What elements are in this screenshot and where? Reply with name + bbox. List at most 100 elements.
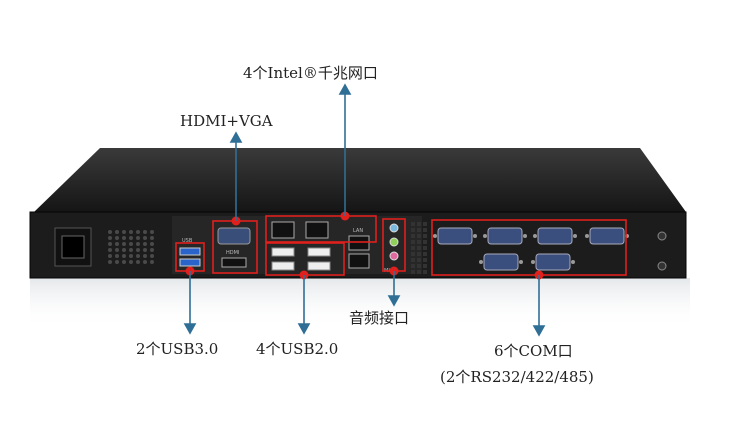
vent-hole	[411, 240, 415, 244]
label-usb3: 2个USB3.0	[136, 340, 219, 358]
com-port	[537, 227, 573, 245]
vent-hole	[417, 240, 421, 244]
label-intel-lan: 4个Intel®千兆网口	[243, 64, 378, 82]
vent-hole	[417, 222, 421, 226]
com-screw	[433, 234, 437, 238]
com-screw	[571, 260, 575, 264]
hdmi-port	[221, 257, 247, 268]
grill-hole	[136, 260, 140, 264]
vent-hole	[423, 246, 427, 250]
com-screw	[483, 234, 487, 238]
grill-hole	[136, 254, 140, 258]
grill-hole	[136, 236, 140, 240]
grill-hole	[122, 260, 126, 264]
vga-port	[217, 227, 251, 245]
label-hdmi-vga: HDMI+VGA	[180, 112, 273, 130]
grill-hole	[115, 260, 119, 264]
chassis-top	[34, 148, 686, 212]
vent-hole	[417, 252, 421, 256]
grill-hole	[115, 248, 119, 252]
grill-hole	[143, 260, 147, 264]
grill-hole	[143, 236, 147, 240]
vent-hole	[411, 246, 415, 250]
lan-ports	[271, 221, 370, 269]
label-com: 6个COM口	[494, 342, 573, 360]
usb3-port-top	[179, 247, 201, 256]
audio-jack-line	[389, 223, 399, 233]
grill-hole	[122, 254, 126, 258]
vent-hole	[423, 228, 427, 232]
vent-hole	[423, 234, 427, 238]
vent-hole	[411, 258, 415, 262]
grill-hole	[150, 236, 154, 240]
floor-reflection	[30, 278, 690, 328]
grill-hole	[122, 230, 126, 234]
audio-jack-mic	[389, 251, 399, 261]
vent-hole	[417, 234, 421, 238]
grill-hole	[129, 236, 133, 240]
com-port	[483, 253, 519, 271]
grill-hole	[129, 248, 133, 252]
arrowhead-usb3	[183, 323, 197, 335]
grill-hole	[115, 230, 119, 234]
fan-grill	[108, 230, 154, 264]
vent-hole	[423, 252, 427, 256]
usb3-port-bottom	[179, 258, 201, 267]
vent-hole	[411, 252, 415, 256]
usb2-port	[307, 261, 331, 271]
vent-hole	[423, 258, 427, 262]
usb2-port	[271, 247, 295, 257]
screw-bottom	[657, 261, 667, 271]
screw-top	[657, 231, 667, 241]
vent-hole	[423, 270, 427, 274]
grill-hole	[143, 254, 147, 258]
vent-hole	[423, 264, 427, 268]
grill-hole	[122, 248, 126, 252]
vent-hole	[423, 222, 427, 226]
com-port	[535, 253, 571, 271]
grill-hole	[108, 230, 112, 234]
grill-hole	[108, 260, 112, 264]
grill-hole	[115, 242, 119, 246]
label-com-sub: (2个RS232/422/485)	[440, 368, 594, 386]
usb2-port	[307, 247, 331, 257]
grill-hole	[136, 230, 140, 234]
usb2-port	[271, 261, 295, 271]
grill-hole	[150, 242, 154, 246]
usb2-ports	[271, 247, 331, 271]
com-port	[487, 227, 523, 245]
arrowhead-usb2	[297, 323, 311, 335]
grill-hole	[115, 254, 119, 258]
vent-hole	[411, 264, 415, 268]
grill-hole	[150, 230, 154, 234]
grill-hole	[143, 248, 147, 252]
lan-port	[348, 235, 370, 251]
vent-hole	[423, 240, 427, 244]
arrowhead-hdmi	[229, 131, 243, 143]
io-plate	[172, 216, 422, 274]
vent-hole	[411, 270, 415, 274]
grill-hole	[122, 242, 126, 246]
grill-hole	[115, 236, 119, 240]
grill-hole	[108, 242, 112, 246]
lan-tag: LAN	[353, 228, 363, 234]
grill-hole	[150, 254, 154, 258]
grill-hole	[136, 248, 140, 252]
grill-hole	[150, 248, 154, 252]
grill-hole	[150, 260, 154, 264]
grill-hole	[129, 230, 133, 234]
vent-hole	[411, 234, 415, 238]
label-audio: 音频接口	[349, 309, 410, 327]
vent-hole	[417, 270, 421, 274]
com-screw	[531, 260, 535, 264]
lan-port	[305, 221, 329, 239]
com-port	[589, 227, 625, 245]
grill-hole	[143, 242, 147, 246]
grill-hole	[143, 230, 147, 234]
grill-hole	[108, 236, 112, 240]
arrowhead-com	[532, 325, 546, 337]
grill-hole	[108, 254, 112, 258]
power-socket	[61, 235, 85, 259]
